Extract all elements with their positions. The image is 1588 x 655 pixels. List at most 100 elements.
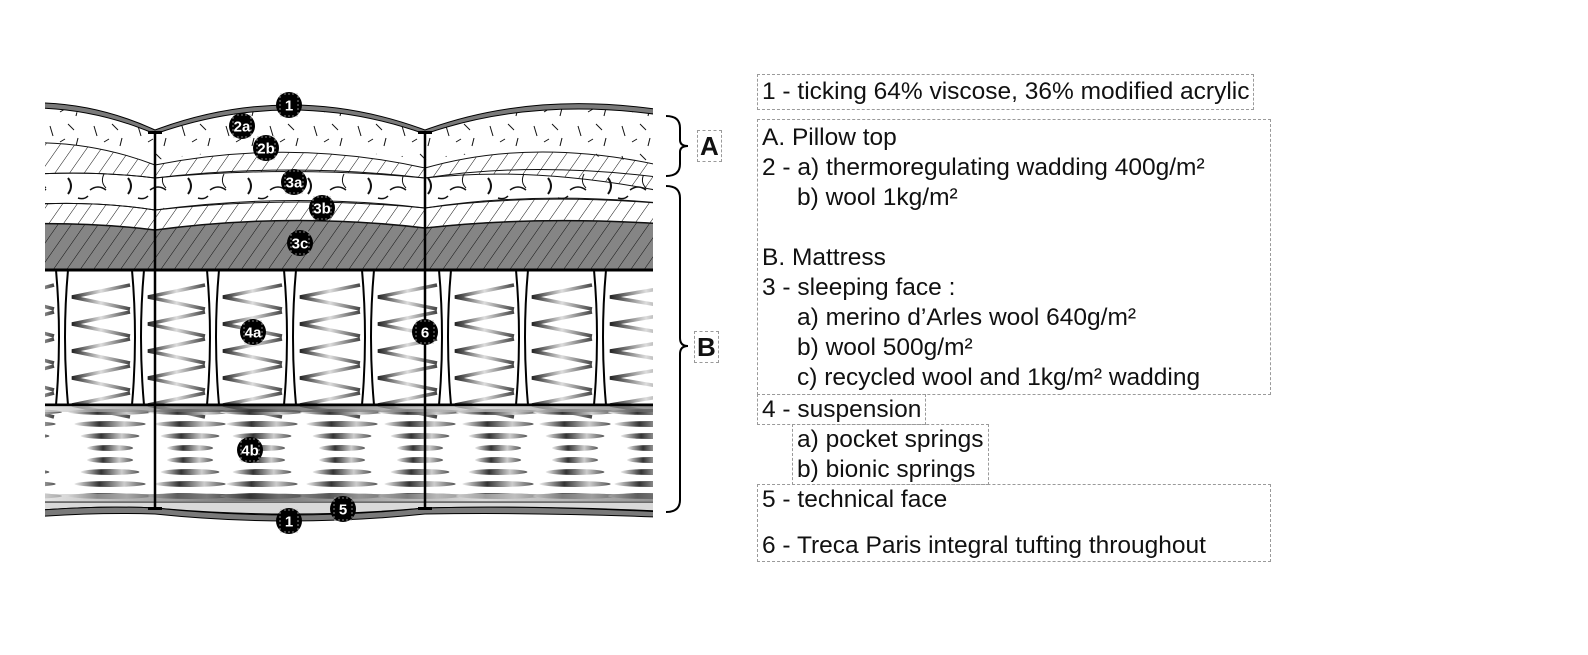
bracket-label-a: A — [697, 130, 722, 162]
bionic-spring-coil — [226, 481, 298, 487]
callout-3a: 3a — [281, 169, 307, 195]
layer-4b-bionic-springs — [0, 406, 653, 501]
bionic-spring-coil — [468, 433, 528, 439]
pocket-spring-coil — [454, 310, 515, 338]
callout-label: 3c — [292, 236, 309, 253]
pocket-divider — [131, 269, 145, 406]
callout-label: 1 — [285, 514, 293, 531]
bionic-spring-coil — [312, 433, 372, 439]
callout-marker — [281, 169, 307, 195]
bionic-spring-coil — [468, 469, 528, 475]
bionic-spring-coil — [614, 481, 653, 487]
legend-item-6: 6 - Treca Paris integral tufting through… — [762, 532, 1206, 559]
legend-item-5: 5 - technical face — [762, 486, 948, 513]
pocket-spring-coil — [147, 364, 206, 392]
bionic-spring-coil — [318, 457, 366, 463]
section-b-title: B. Mattress — [762, 244, 886, 271]
bionic-spring-coil — [226, 421, 298, 427]
bionic-spring-coil — [80, 433, 140, 439]
legend-item-3a: a) merino d’Arles wool 640g/m² — [797, 304, 1137, 331]
pocket-spring-coil — [454, 337, 515, 365]
callout-3b: 3b — [309, 195, 335, 221]
bionic-spring-coil — [396, 457, 444, 463]
pocket-spring-coil — [222, 364, 283, 392]
legend-item-4: 4 - suspension — [757, 394, 927, 425]
callout-outline — [312, 196, 332, 220]
callout-outline — [333, 497, 353, 521]
legend-item-4ab: a) pocket springs b) bionic springs — [792, 424, 989, 485]
callout-label: 6 — [421, 325, 429, 342]
callout-marker — [276, 508, 302, 534]
bionic-spring-coil — [545, 469, 605, 475]
bionic-spring-coil — [551, 445, 599, 451]
bionic-spring-top-band — [45, 406, 653, 412]
pocket-spring-coil — [71, 310, 131, 338]
callout-outline — [232, 114, 252, 138]
pocket-spring-coil — [45, 337, 55, 365]
callout-label: 4b — [241, 443, 259, 460]
legend-item-5-6: 5 - technical face 6 - Treca Paris integ… — [757, 484, 1271, 562]
bionic-spring-coil — [160, 469, 220, 475]
pocket-spring-coil — [45, 364, 55, 392]
callout-marker — [309, 195, 335, 221]
bracket-label-b: B — [694, 331, 719, 363]
callout-label: 3b — [313, 201, 331, 218]
spacer — [762, 515, 1266, 531]
bionic-spring-coil — [545, 433, 605, 439]
bionic-spring-coil — [306, 421, 378, 427]
pocket-spring-coil — [45, 310, 55, 338]
callout-marker — [330, 496, 356, 522]
pocket-spring-coil — [45, 283, 55, 311]
callout-label: 1 — [285, 98, 293, 115]
callout-6: 6 — [412, 319, 438, 345]
bionic-spring-coil — [45, 470, 50, 474]
callout-outline — [279, 509, 299, 533]
legend-item-2a: 2 - a) thermoregulating wadding 400g/m² — [762, 154, 1205, 181]
callout-label: 3a — [286, 175, 303, 192]
pocket-spring-coil — [71, 364, 131, 392]
bionic-spring-coil — [390, 469, 450, 475]
legend-suspension: 4 - suspension — [762, 396, 922, 423]
bionic-spring-coil — [154, 421, 226, 427]
bionic-spring-coil — [384, 421, 456, 427]
bionic-spring-coil — [539, 481, 611, 487]
callout-outline — [243, 320, 263, 344]
bionic-spring-coil — [474, 445, 522, 451]
bionic-spring-coil — [45, 434, 50, 438]
bionic-spring-coil — [45, 421, 56, 427]
pocket-spring-coil — [71, 283, 131, 311]
callout-marker — [276, 92, 302, 118]
bionic-spring-coil — [551, 457, 599, 463]
pocket-divider — [593, 269, 607, 406]
bionic-spring-coil — [0, 457, 43, 463]
legend-item-4a: a) pocket springs — [797, 426, 984, 453]
pocket-spring-coil — [531, 283, 593, 311]
bionic-spring-coil — [0, 445, 43, 451]
bionic-spring-coil — [462, 481, 534, 487]
bionic-spring-coil — [86, 457, 134, 463]
bionic-spring-coil — [232, 433, 292, 439]
callout-label: 2a — [234, 119, 251, 136]
pocket-spring-coil — [222, 337, 283, 365]
bionic-spring-coil — [86, 445, 134, 451]
pocket-spring-coil — [299, 283, 361, 311]
callout-2a: 2a — [229, 113, 255, 139]
layer-3c-recycled-wool-wadding — [45, 219, 653, 271]
callout-outline — [256, 136, 276, 160]
legend-item-3c: c) recycled wool and 1kg/m² wadding — [797, 364, 1201, 391]
callout-label: 4a — [245, 325, 262, 342]
callout-4a: 4a — [240, 319, 266, 345]
spacer — [762, 213, 1266, 243]
top-ticking-cover — [45, 102, 653, 135]
bionic-spring-coil — [620, 469, 653, 475]
bionic-spring-coil — [232, 469, 292, 475]
bionic-spring-coil — [306, 481, 378, 487]
bionic-spring-coil — [154, 481, 226, 487]
pocket-divider — [283, 269, 297, 406]
pocket-spring-coil — [222, 283, 283, 311]
callout-outline — [240, 438, 260, 462]
pocket-spring-coil — [609, 369, 653, 387]
callout-outline — [279, 93, 299, 117]
bionic-spring-coil — [614, 421, 653, 427]
